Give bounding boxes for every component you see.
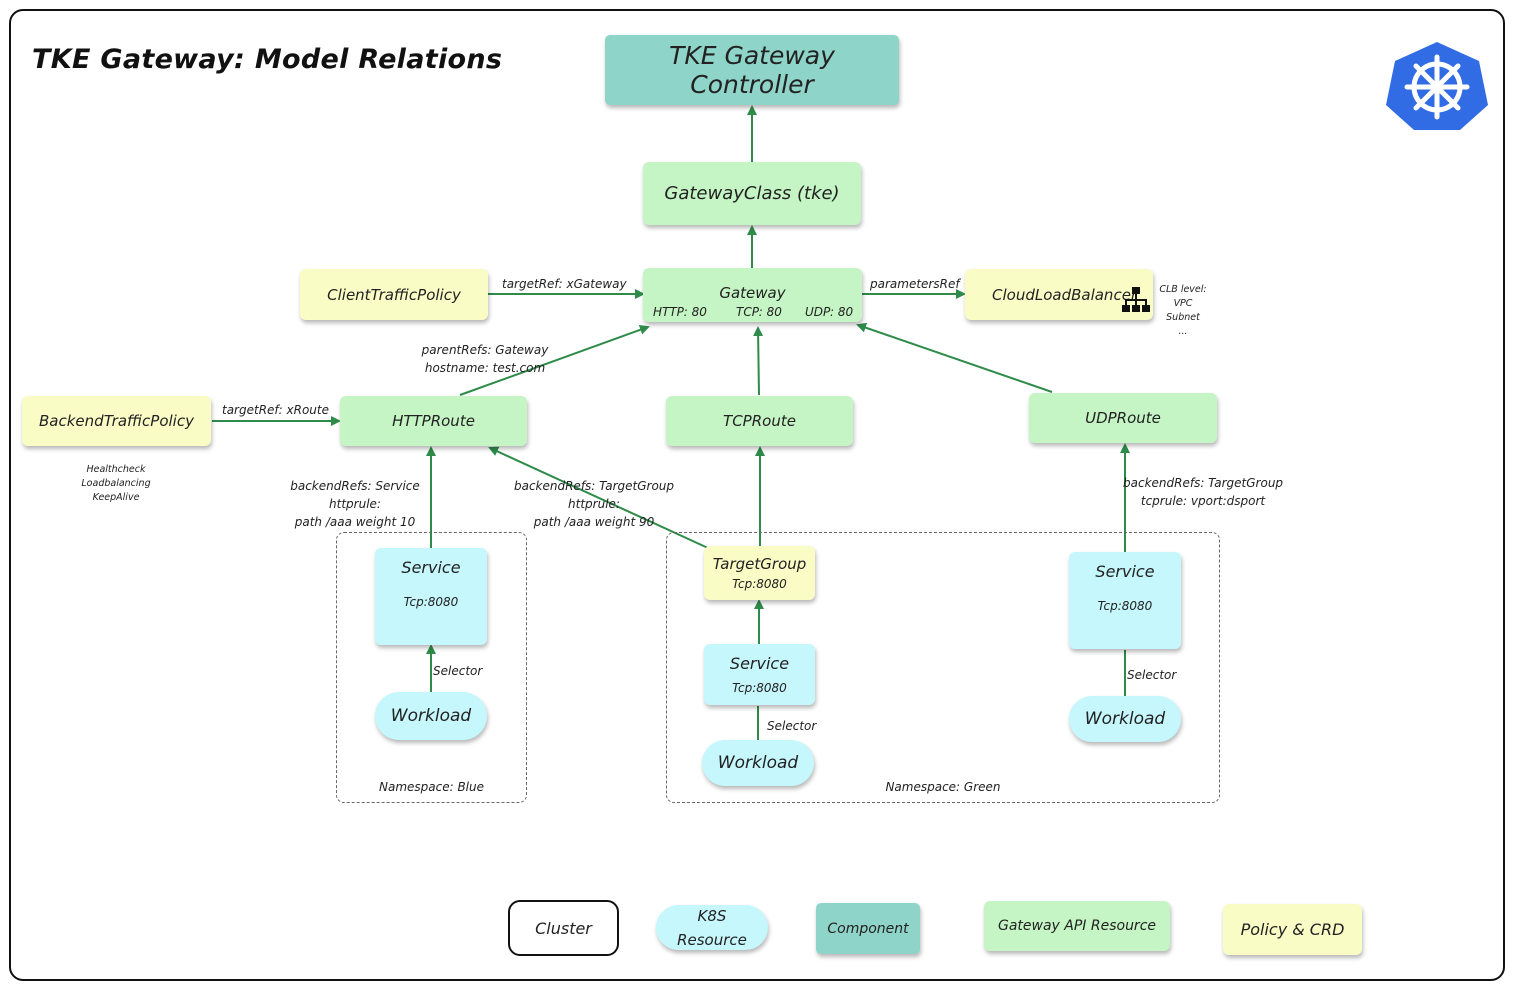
green-service-name: Service: [729, 654, 790, 673]
legend-k8s-resource: K8S Resource: [656, 905, 768, 950]
udp-workload: Workload: [1069, 696, 1181, 742]
label-parent-refs: parentRefs: Gateway hostname: test.com: [421, 343, 549, 375]
legend-component: Component: [816, 903, 920, 954]
legend-gateway-api-resource: Gateway API Resource: [984, 901, 1170, 951]
edge-tcproute-to-gateway: [753, 326, 764, 396]
udp-service: Service Tcp:8080: [1069, 552, 1181, 649]
namespace-green-label: Namespace: Green: [885, 780, 1001, 794]
label-selector-green: Selector: [767, 719, 817, 733]
blue-service-port: Tcp:8080: [403, 595, 459, 609]
gateway-port-http: HTTP: 80: [653, 305, 707, 319]
cloud-load-balancer: CloudLoadBalancer: [965, 269, 1153, 320]
cluster-frame: [9, 9, 1505, 981]
target-group-name: TargetGroup: [712, 555, 807, 573]
backend-policy-notes: Healthcheck Loadbalancing KeepAlive: [81, 464, 151, 503]
namespace-green: [666, 532, 1220, 803]
label-target-ref-xroute: targetRef: xRoute: [222, 403, 329, 417]
green-service: Service Tcp:8080: [704, 644, 815, 705]
edge-targetgroup-to-httproute: [488, 446, 709, 549]
gatewayclass-tke: GatewayClass (tke): [643, 162, 861, 225]
label-backend-refs-service: backendRefs: Service httprule: path /aaa…: [290, 479, 420, 529]
backend-traffic-policy: BackendTrafficPolicy: [22, 396, 211, 446]
client-traffic-policy: ClientTrafficPolicy: [300, 269, 488, 320]
namespace-blue: [336, 532, 527, 803]
tke-gateway-controller: TKE Gateway Controller: [605, 35, 899, 105]
legend-policy-crd: Policy & CRD: [1223, 904, 1362, 955]
udp-service-name: Service: [1095, 562, 1155, 581]
kubernetes-logo-icon: [1386, 42, 1488, 130]
gateway-port-tcp: TCP: 80: [736, 305, 782, 319]
label-backend-refs-targetgroup-udp: backendRefs: TargetGroup tcprule: vport:…: [1123, 476, 1284, 508]
cloud-load-balancer-label: CloudLoadBalancer: [992, 285, 1138, 304]
legend-cluster: Cluster: [508, 900, 619, 956]
label-parameters-ref: parametersRef: [870, 277, 960, 291]
edge-udproute-to-gateway: [856, 322, 1053, 393]
target-group-port: Tcp:8080: [732, 577, 787, 591]
load-balancer-icon: [1122, 287, 1150, 312]
label-selector-udp: Selector: [1127, 668, 1177, 682]
clb-notes: CLB level: VPC Subnet ...: [1159, 284, 1207, 337]
edge-httproute-to-gateway: [459, 325, 650, 396]
udproute: UDPRoute: [1029, 393, 1217, 443]
blue-service-name: Service: [401, 558, 461, 577]
green-service-port: Tcp:8080: [732, 681, 787, 695]
tcproute: TCPRoute: [666, 396, 853, 446]
httproute: HTTPRoute: [340, 396, 527, 446]
diagram-title: TKE Gateway: Model Relations: [32, 44, 503, 75]
green-workload: Workload: [702, 740, 814, 786]
gateway-port-udp: UDP: 80: [805, 305, 854, 319]
label-selector-blue: Selector: [433, 664, 483, 678]
label-backend-refs-targetgroup-http: backendRefs: TargetGroup httprule: path …: [513, 479, 675, 529]
label-target-ref-xgateway: targetRef: xGateway: [502, 277, 627, 291]
blue-service: Service Tcp:8080: [375, 548, 487, 645]
gateway: Gateway HTTP: 80 TCP: 80 UDP: 80: [643, 268, 862, 322]
udp-service-port: Tcp:8080: [1097, 599, 1153, 613]
namespace-blue-label: Namespace: Blue: [378, 780, 485, 794]
blue-workload: Workload: [375, 692, 487, 740]
target-group: TargetGroup Tcp:8080: [704, 546, 815, 600]
gateway-name: Gateway: [719, 284, 786, 302]
